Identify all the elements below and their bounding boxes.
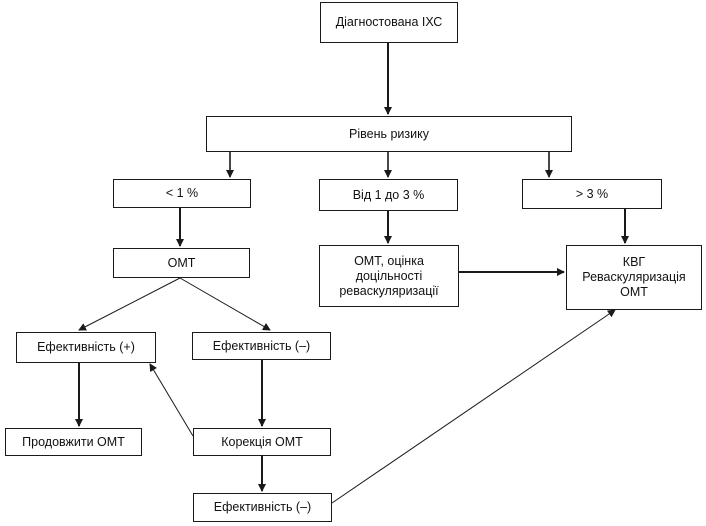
- risk-mid-box: Від 1 до 3 %: [319, 179, 458, 211]
- omt-box: ОМТ: [113, 248, 250, 278]
- risk-level-box: Рівень ризику: [206, 116, 572, 152]
- kvg-line-3: ОМТ: [620, 285, 648, 299]
- diagnosed-ihd-box: Діагностована ІХС: [320, 2, 458, 43]
- effective-positive-box: Ефективність (+): [16, 332, 156, 363]
- kvg-revascularization-box: КВГ Реваскуляризація ОМТ: [566, 245, 702, 310]
- omt-assessment-box: ОМТ, оцінка доцільності реваскуляризації: [319, 245, 459, 307]
- risk-high-box: > 3 %: [522, 179, 662, 209]
- arrow-correction-to-effective-positive: [149, 363, 194, 437]
- arrow-effective-negative-2-to-kvg: [331, 309, 616, 504]
- risk-low-box: < 1 %: [113, 179, 251, 208]
- effective-negative-box: Ефективність (–): [192, 332, 331, 360]
- arrow-omt-to-effective-negative: [179, 277, 271, 331]
- effective-negative-2-box: Ефективність (–): [193, 493, 332, 522]
- continue-omt-box: Продовжити ОМТ: [5, 428, 142, 456]
- omt-assessment-line-1: ОМТ, оцінка: [354, 253, 424, 268]
- omt-assessment-line-3: реваскуляризації: [339, 283, 439, 298]
- correction-omt-box: Корекція ОМТ: [193, 428, 331, 456]
- arrow-omt-to-effective-positive: [78, 277, 181, 331]
- kvg-line-2: Реваскуляризація: [582, 270, 686, 284]
- kvg-line-1: КВГ: [622, 255, 646, 269]
- omt-assessment-line-2: доцільності: [355, 268, 423, 283]
